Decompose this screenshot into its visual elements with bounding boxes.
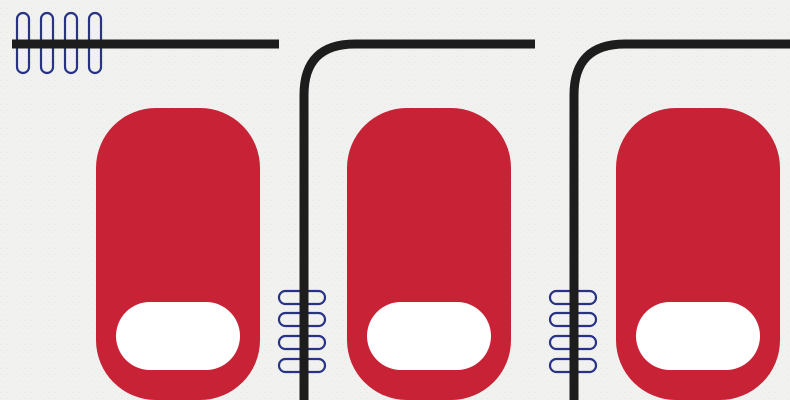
capsule-window <box>116 302 240 370</box>
capsule-2 <box>347 108 511 400</box>
capsule-window <box>367 302 491 370</box>
capsule-1 <box>96 108 260 400</box>
capsule-3 <box>616 108 780 400</box>
capsule-window <box>636 302 760 370</box>
